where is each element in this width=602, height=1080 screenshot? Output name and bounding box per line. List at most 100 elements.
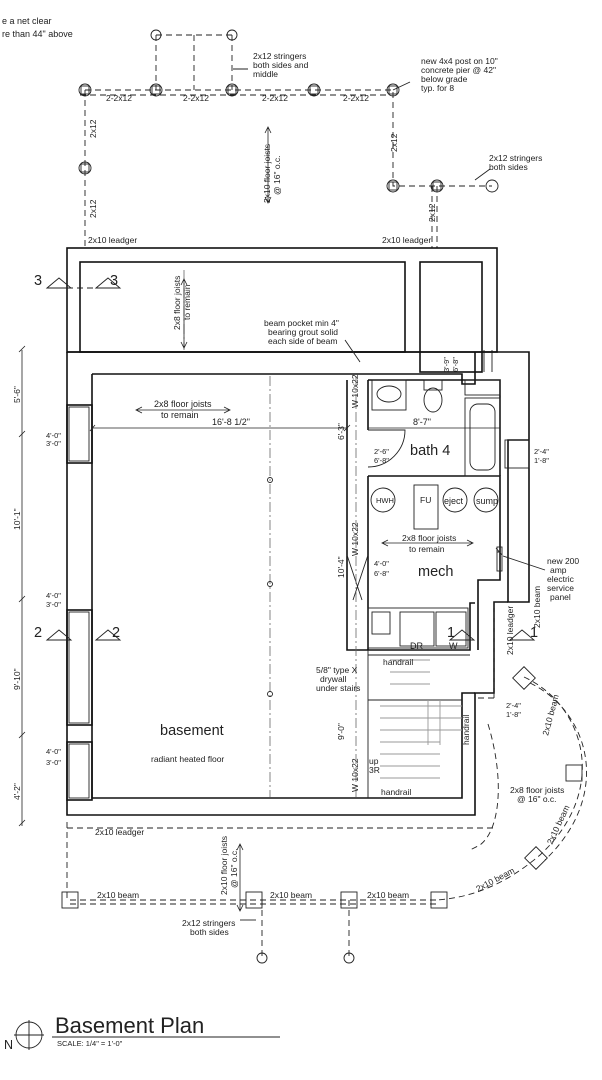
pier-circle: [256, 952, 268, 964]
stringers-note-2: both sides and: [253, 60, 309, 70]
post-note-3: below grade: [421, 74, 468, 84]
handrail-label: handrail: [461, 715, 471, 745]
room-label-bath: bath 4: [410, 443, 450, 459]
clearance-note-1: e a net clear: [2, 16, 52, 26]
joist-label: 2x10 floor joists: [262, 144, 272, 203]
stair-up-label: up: [369, 756, 379, 766]
section-3-right: 3: [110, 273, 118, 289]
panel-note-2: amp: [550, 565, 567, 575]
panel-note-5: panel: [550, 592, 571, 602]
dim-label: 2'-6": [374, 447, 389, 456]
utility-sink-icon: [371, 611, 391, 635]
section-1-left: 1: [447, 625, 455, 641]
dim-label: 2'-4": [534, 447, 549, 456]
equipment-label: HWH: [376, 496, 394, 505]
beam-label: W 10x22: [350, 522, 360, 556]
stringers-bottom-note-1: 2x12 stringers: [182, 918, 235, 928]
dim-label: 10'-1": [12, 508, 22, 530]
dim-label: 3'-0": [46, 439, 61, 448]
joist-label: 2x8 floor joists: [172, 276, 182, 330]
deck-post: [565, 764, 583, 782]
beam-pocket-note-3: each side of beam: [268, 336, 337, 346]
window: [66, 404, 93, 464]
stringers-bottom-note-2: both sides: [190, 927, 229, 937]
deck-posts: [78, 83, 499, 193]
north-label: N: [4, 1038, 13, 1052]
dim-label: 1'-8": [534, 456, 549, 465]
pier-circle: [343, 952, 355, 964]
drawing-scale: SCALE: 1/4" = 1'-0": [57, 1039, 123, 1048]
pier-circle: [150, 29, 162, 41]
beam-pocket-note-1: beam pocket min 4": [264, 318, 339, 328]
dim-label: 4'-2": [12, 783, 22, 800]
beam-label: 2x10 beam: [367, 890, 409, 900]
window: [66, 741, 93, 801]
dim-label: 6'-3": [336, 423, 346, 440]
member-label: 2-2x12: [106, 93, 132, 103]
dim-label: 4'-0": [46, 747, 61, 756]
handrail-label: handrail: [381, 787, 411, 797]
dim-label: 5'-6": [12, 386, 22, 403]
drywall-note-3: under stairs: [316, 683, 360, 693]
beam-label: 2x10 beam: [474, 865, 516, 894]
joist-label: @ 16" o.c.: [272, 155, 282, 195]
member-label: 2-2x12: [343, 93, 369, 103]
dim-label: 1'-8": [506, 710, 521, 719]
dim-label: 4'-0": [374, 559, 389, 568]
joist-label: 2x8 floor joists: [154, 399, 212, 409]
joist-label: to remain: [182, 284, 192, 320]
post-note-1: new 4x4 post on 10": [421, 56, 498, 66]
panel-note-3: electric: [547, 574, 575, 584]
equipment-label: sump: [476, 496, 498, 506]
bath-fixtures: [367, 379, 501, 477]
dim-label: 8'-7": [413, 417, 431, 427]
window: [66, 609, 93, 726]
joist-label: @ 16" o.c.: [517, 794, 557, 804]
dim-label: 4'-0": [46, 431, 61, 440]
member-label: 2x12: [88, 199, 98, 218]
mech-fixtures: [346, 484, 503, 649]
top-notes: e a net clear re than 44" above 2x12 str…: [2, 16, 542, 181]
door-swing: [346, 554, 369, 601]
equipment-label: FU: [420, 495, 431, 505]
handrail-label: handrail: [383, 657, 413, 667]
door-swing: [367, 429, 406, 468]
stringers-note-1: 2x12 stringers: [253, 51, 306, 61]
section-3-left: 3: [34, 273, 42, 289]
dim-label: 6'-8": [374, 569, 389, 578]
post-note-2: concrete pier @ 42": [421, 65, 496, 75]
drywall-note-2: drywall: [320, 674, 347, 684]
stair-risers-label: 3R: [369, 765, 380, 775]
dim-label: 16'-8 1/2": [212, 417, 250, 427]
dim-label: 9'-0": [336, 723, 346, 740]
room-sublabel-basement: radiant heated floor: [151, 754, 224, 764]
leadger-label: 2x10 leadger: [382, 235, 431, 245]
bathtub: [464, 397, 501, 477]
beam-label: W 10x22: [350, 758, 360, 792]
post-note-4: typ. for 8: [421, 83, 454, 93]
dim-label: 3'-0": [46, 600, 61, 609]
dim-label: 2'-4": [506, 701, 521, 710]
water-heater-icon: [370, 487, 396, 513]
joist-label: @ 16" o.c.: [229, 848, 239, 888]
electric-panel-icon: [496, 546, 503, 572]
drywall-note-1: 5/8" type X: [316, 665, 358, 675]
dim-label: 10'-4": [336, 556, 346, 578]
section-2-left: 2: [34, 625, 42, 641]
beam-label: 2x10 beam: [270, 890, 312, 900]
leadger-label: 2x10 leadger: [88, 235, 137, 245]
bottom-deck-framing: 2x10 leadger 2x10 beam 2x10 beam 2x10 be…: [61, 822, 494, 964]
member-label: 2x12: [88, 119, 98, 138]
beam-label: 2x10 beam: [545, 803, 572, 845]
bottom-posts: [61, 891, 448, 909]
building-walls: [66, 247, 530, 816]
beam-label: 2x10 beam: [532, 586, 542, 628]
joist-label: 2x8 floor joists: [510, 785, 564, 795]
member-label: 2x12: [427, 203, 437, 222]
dim-label: 3'-9": [442, 357, 451, 372]
beam-centerlines: [183, 270, 357, 797]
panel-note-4: service: [547, 583, 574, 593]
joist-label: 2x10 floor joists: [219, 836, 229, 895]
sump-pit-icon: [473, 487, 499, 513]
joist-label: to remain: [161, 410, 199, 420]
